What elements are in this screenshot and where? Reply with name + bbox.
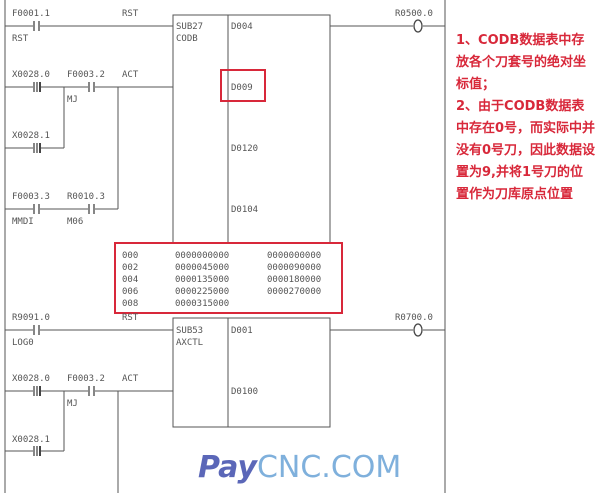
coil-r0500-0[interactable] bbox=[413, 19, 423, 33]
block-param: D004 bbox=[231, 22, 253, 32]
contact-f0003-2-b[interactable] bbox=[88, 386, 95, 396]
contact-address: X0028.0 bbox=[12, 374, 50, 384]
svg-text:0000315000: 0000315000 bbox=[175, 299, 229, 309]
contact-symbol: LOG0 bbox=[12, 338, 34, 348]
svg-text:004: 004 bbox=[122, 275, 138, 285]
svg-text:006: 006 bbox=[122, 287, 138, 297]
svg-text:0000270000: 0000270000 bbox=[267, 287, 321, 297]
input-label: RST bbox=[122, 313, 139, 323]
block-name: SUB27 bbox=[176, 22, 203, 32]
svg-text:0000180000: 0000180000 bbox=[267, 275, 321, 285]
watermark-part1: Pay bbox=[198, 450, 257, 485]
contact-symbol: MJ bbox=[67, 399, 78, 409]
contact-r0010-3[interactable] bbox=[88, 204, 95, 214]
contact-address: X0028.0 bbox=[12, 70, 50, 80]
d009-highlight-box bbox=[220, 69, 266, 102]
contact-x0028-0-b[interactable] bbox=[33, 386, 41, 396]
contact-x0028-1-b[interactable] bbox=[33, 446, 41, 456]
contact-f0003-2[interactable] bbox=[88, 82, 95, 92]
contact-address: X0028.1 bbox=[12, 435, 50, 445]
table-row: 004 0000135000 0000180000 bbox=[122, 275, 321, 285]
contact-address: X0028.1 bbox=[12, 131, 50, 141]
contact-address: F0003.3 bbox=[12, 192, 50, 202]
contact-f0003-3[interactable] bbox=[33, 204, 40, 214]
block-param: D0100 bbox=[231, 387, 258, 397]
block-param: D009 bbox=[231, 83, 253, 93]
block-param: D0104 bbox=[231, 205, 258, 215]
svg-text:008: 008 bbox=[122, 299, 138, 309]
act-label: ACT bbox=[122, 70, 139, 80]
coil-address: R0500.0 bbox=[395, 9, 433, 19]
act-label: ACT bbox=[122, 374, 139, 384]
block-function: AXCTL bbox=[176, 338, 203, 348]
annotation-note: 1、CODB数据表中存放各个刀套号的绝对坐标值； 2、由于CODB数据表中存在0… bbox=[456, 30, 596, 206]
note-line-2: 2、由于CODB数据表中存在0号，而实际中并没有0号刀，因此数据设置为9,并将1… bbox=[456, 99, 596, 202]
contact-symbol: MMDI bbox=[12, 217, 34, 227]
contact-address: F0003.2 bbox=[67, 374, 105, 384]
coil-r0700-0[interactable] bbox=[413, 323, 423, 337]
block-function: CODB bbox=[176, 34, 198, 44]
contact-x0028-1[interactable] bbox=[33, 143, 41, 153]
codb-table-highlight-box bbox=[114, 242, 343, 314]
contact-address: F0003.2 bbox=[67, 70, 105, 80]
contact-address: R0010.3 bbox=[67, 192, 105, 202]
svg-text:002: 002 bbox=[122, 263, 138, 273]
table-row: 006 0000225000 0000270000 bbox=[122, 287, 321, 297]
watermark-logo: PayCNC.COM bbox=[198, 450, 401, 485]
svg-text:0000090000: 0000090000 bbox=[267, 263, 321, 273]
contact-symbol: MJ bbox=[67, 95, 78, 105]
contact-symbol: RST bbox=[12, 34, 29, 44]
contact-symbol: M06 bbox=[67, 217, 83, 227]
svg-text:0000000000: 0000000000 bbox=[267, 251, 321, 261]
svg-text:0000000000: 0000000000 bbox=[175, 251, 229, 261]
coil-address: R0700.0 bbox=[395, 313, 433, 323]
table-row: 002 0000045000 0000090000 bbox=[122, 263, 321, 273]
table-row: 008 0000315000 bbox=[122, 299, 229, 309]
contact-address: F0001.1 bbox=[12, 9, 50, 19]
block-name: SUB53 bbox=[176, 326, 203, 336]
contact-x0028-0[interactable] bbox=[33, 82, 41, 92]
watermark-part2: CNC.COM bbox=[256, 450, 402, 485]
svg-text:000: 000 bbox=[122, 251, 138, 261]
svg-text:0000135000: 0000135000 bbox=[175, 275, 229, 285]
contact-r9091-0[interactable] bbox=[33, 325, 40, 335]
svg-text:0000045000: 0000045000 bbox=[175, 263, 229, 273]
svg-text:0000225000: 0000225000 bbox=[175, 287, 229, 297]
sub53-axctl-block[interactable] bbox=[172, 317, 331, 428]
contact-f0001-1[interactable] bbox=[33, 21, 40, 31]
contact-address: R9091.0 bbox=[12, 313, 50, 323]
input-label: RST bbox=[122, 9, 139, 19]
block-param: D0120 bbox=[231, 144, 258, 154]
note-line-1: 1、CODB数据表中存放各个刀套号的绝对坐标值； bbox=[456, 33, 587, 92]
block-param: D001 bbox=[231, 326, 253, 336]
